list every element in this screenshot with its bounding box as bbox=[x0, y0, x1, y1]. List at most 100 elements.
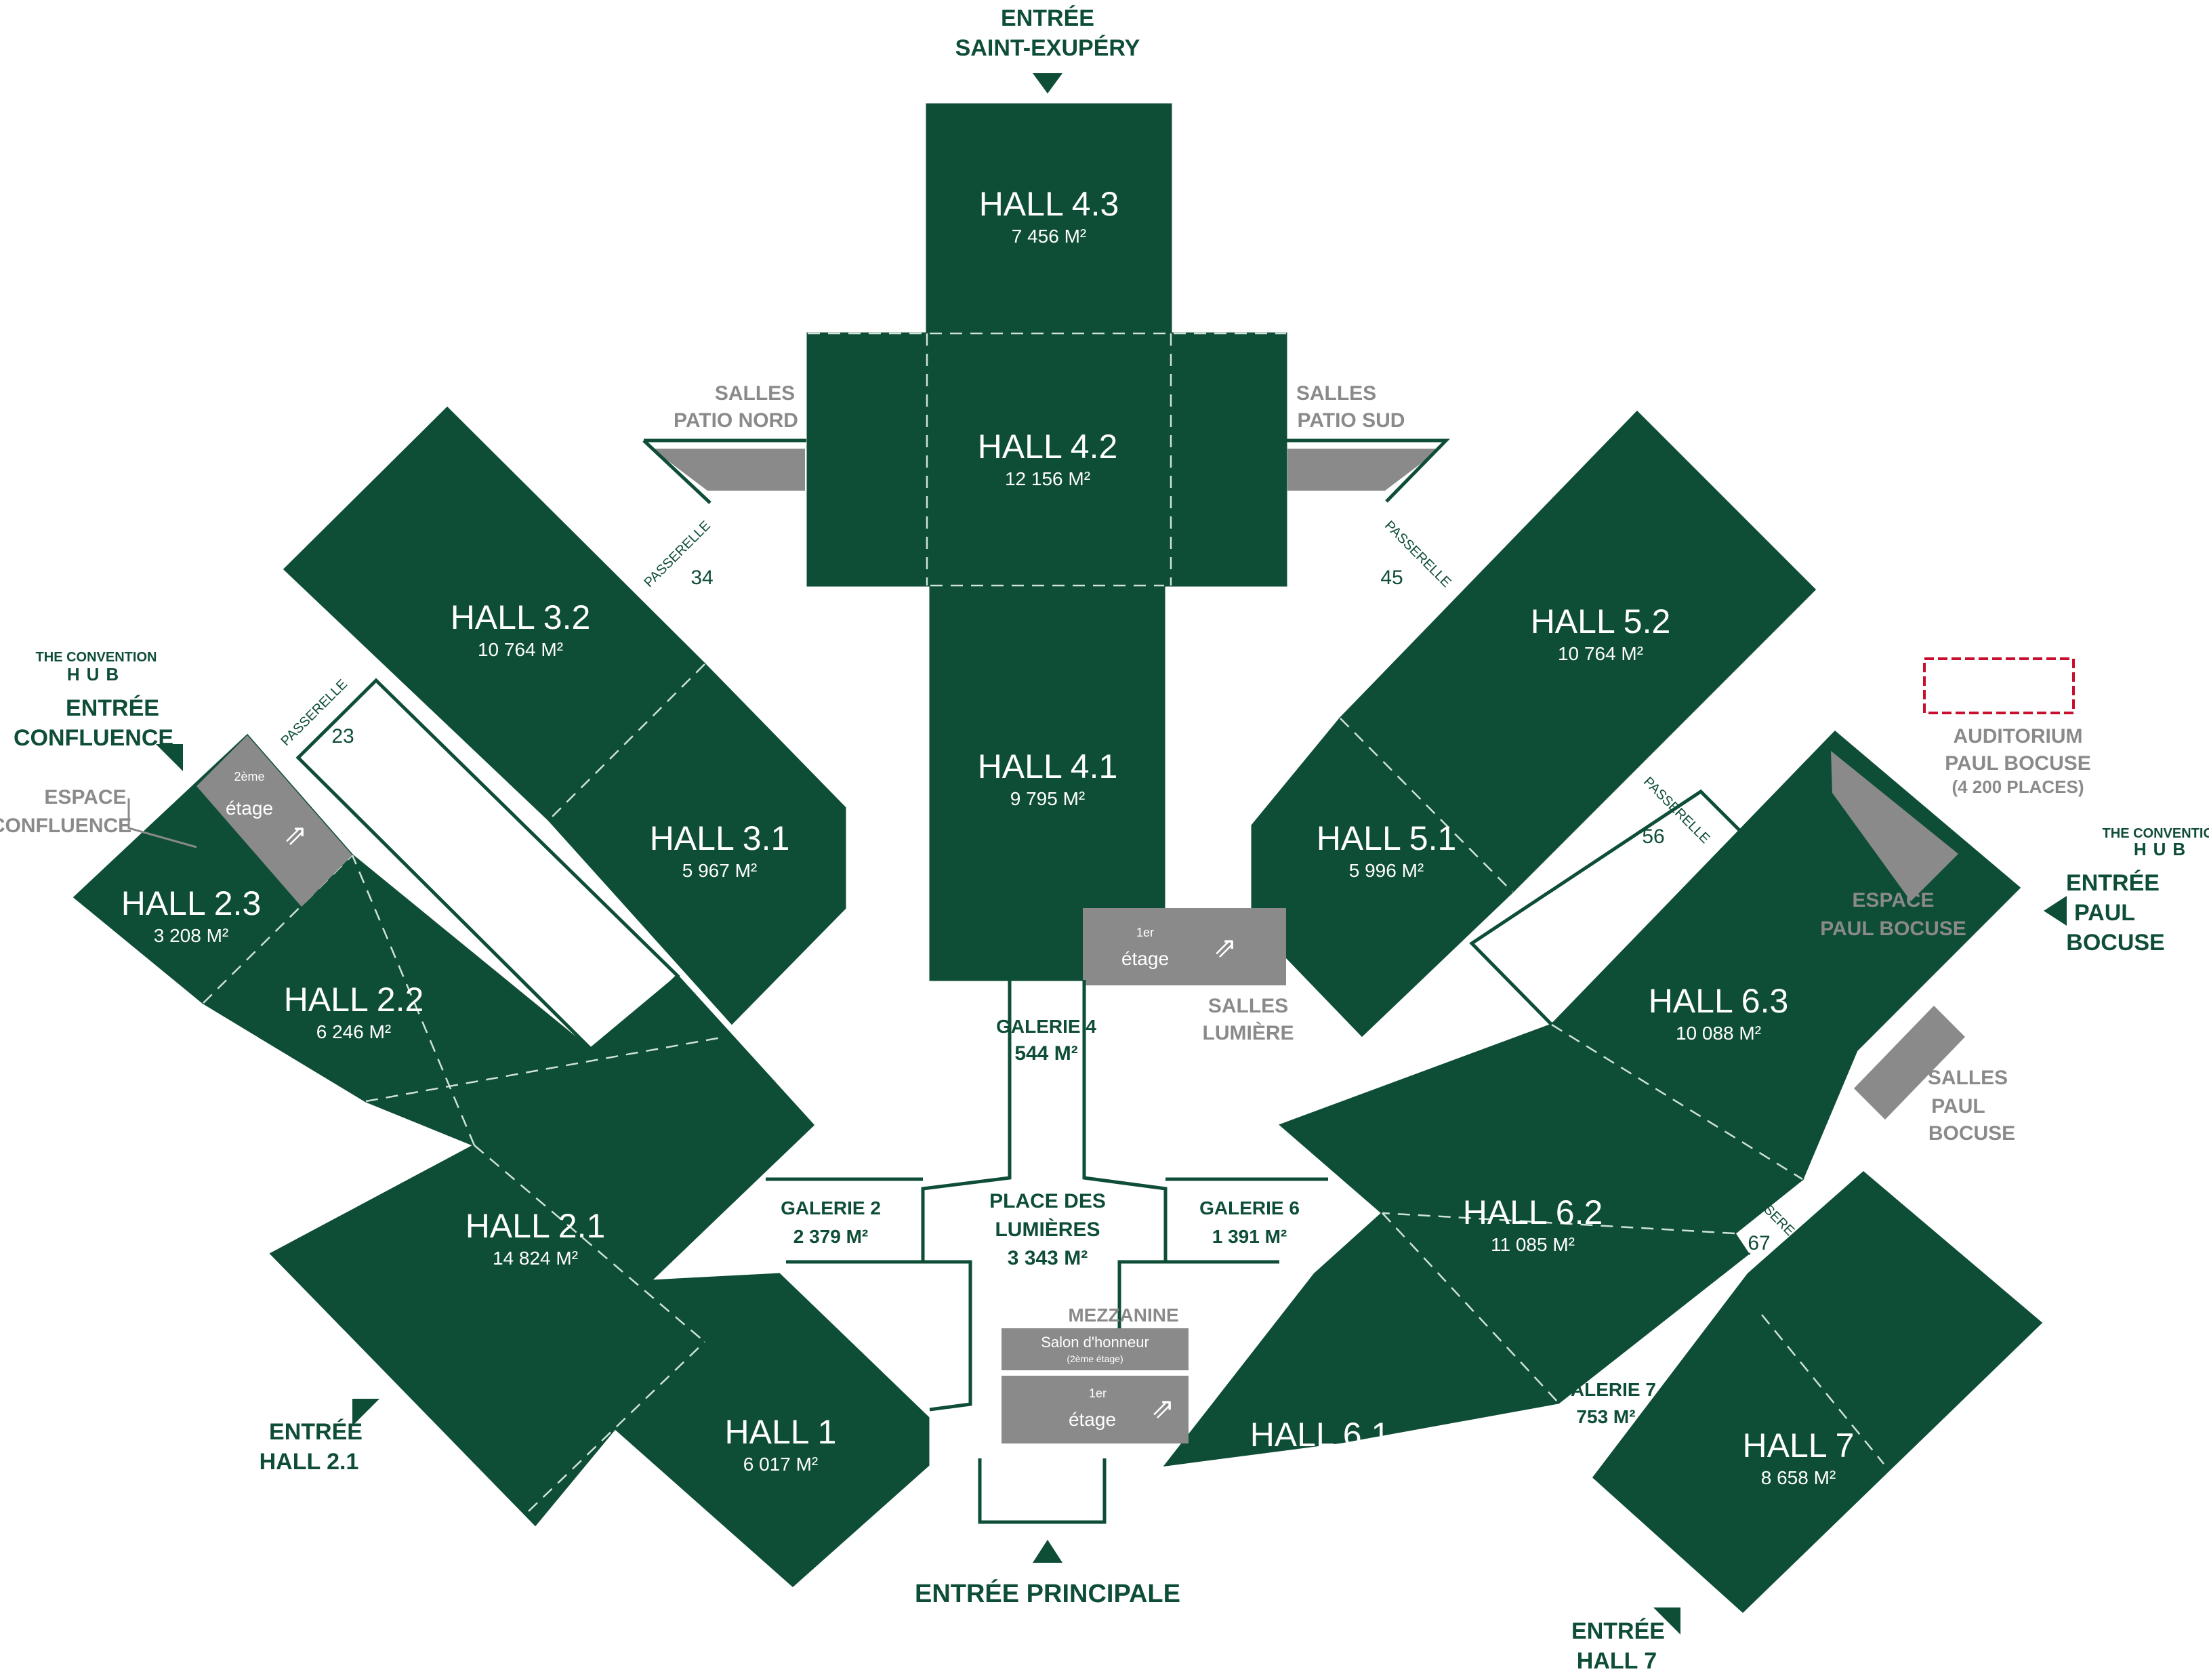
passerelle-56-number: 56 bbox=[1642, 825, 1664, 848]
salles-lumiere-line1: SALLES bbox=[1208, 995, 1288, 1017]
passerelle-23-number: 23 bbox=[331, 725, 354, 747]
hall-4-1-title: HALL 4.1 bbox=[978, 747, 1118, 785]
second-floor-escalator-area[interactable] bbox=[197, 735, 352, 907]
hall-4-3-title: HALL 4.3 bbox=[979, 185, 1119, 223]
galerie-7-area: 753 M² bbox=[1576, 1406, 1635, 1427]
arrow-up-icon bbox=[1033, 1540, 1062, 1563]
hub-logo-line2: HUB bbox=[2134, 839, 2192, 859]
hall-5-1-title: HALL 5.1 bbox=[1317, 819, 1457, 857]
galleries-lines bbox=[766, 980, 1328, 1524]
hall-1-title: HALL 1 bbox=[725, 1413, 837, 1451]
hub-logo-line2: HUB bbox=[67, 664, 125, 684]
first-floor-word-mezzanine: étage bbox=[1069, 1409, 1116, 1430]
salon-honneur-floor: (2ème étage) bbox=[1067, 1353, 1123, 1364]
salles-lumiere-line2: LUMIÈRE bbox=[1203, 1021, 1294, 1044]
passerelle-45-number: 45 bbox=[1380, 567, 1403, 589]
hall-6-1-shape[interactable] bbox=[1163, 1212, 1751, 1467]
hall-4-2-area: 12 156 M² bbox=[1005, 468, 1090, 489]
hall-6-1-area: 6 149 M² bbox=[1283, 1456, 1358, 1477]
second-floor-word: étage bbox=[226, 798, 273, 819]
first-floor-superscript-lumiere: 1er bbox=[1136, 926, 1154, 939]
auditorium-seats-icon bbox=[1923, 657, 2075, 714]
hall-3-2-title: HALL 3.2 bbox=[451, 598, 591, 636]
patio-sud-line2: PATIO SUD bbox=[1298, 409, 1405, 432]
second-floor-superscript: 2ème bbox=[234, 770, 264, 783]
hub-logo-confluence: THE CONVENTION HUB bbox=[36, 650, 157, 684]
entrance-confluence[interactable]: ENTRÉE CONFLUENCE bbox=[14, 695, 183, 771]
hall-1-area: 6 017 M² bbox=[743, 1454, 819, 1475]
hub-logo-line1: THE CONVENTION bbox=[36, 650, 157, 665]
mezzanine-label: MEZZANINE bbox=[1068, 1305, 1178, 1326]
hall-6-3-title: HALL 6.3 bbox=[1649, 982, 1789, 1020]
espace-paul-bocuse-line2: PAUL BOCUSE bbox=[1820, 918, 1966, 940]
hall-2-2-shape[interactable] bbox=[201, 853, 598, 1147]
place-lumieres-line1: PLACE DES bbox=[989, 1190, 1106, 1212]
hall-6-3-area: 10 088 M² bbox=[1676, 1023, 1761, 1044]
first-floor-escalator-area-mezzanine[interactable] bbox=[1002, 1376, 1189, 1443]
passerelle-34[interactable]: PASSERELLE 34 bbox=[642, 518, 714, 590]
entrance-principale-label: ENTRÉE PRINCIPALE bbox=[915, 1578, 1180, 1608]
hall-2-1-area: 14 824 M² bbox=[493, 1248, 578, 1269]
first-floor-superscript-mezzanine: 1er bbox=[1089, 1387, 1107, 1400]
auditorium-paul-bocuse-shape[interactable] bbox=[1831, 751, 1958, 901]
hall-3-block bbox=[283, 406, 846, 1025]
hall-1-shape[interactable] bbox=[602, 1273, 930, 1588]
galerie-2-name: GALERIE 2 bbox=[781, 1197, 881, 1218]
passerelle-45[interactable]: PASSERELLE 45 bbox=[1380, 518, 1453, 590]
entrance-hall-2-1[interactable]: ENTRÉE HALL 2.1 bbox=[260, 1399, 379, 1475]
arrow-diagonal-icon bbox=[1653, 1607, 1680, 1635]
galerie-4-name: GALERIE 4 bbox=[996, 1016, 1096, 1037]
salles-paul-bocuse-line2: PAUL bbox=[1931, 1095, 1985, 1118]
hall-5-block bbox=[1251, 410, 1817, 1038]
hall-6-1-title: HALL 6.1 bbox=[1250, 1416, 1390, 1454]
patio-nord-line1: SALLES bbox=[715, 382, 795, 405]
entrance-hall-7[interactable]: ENTRÉE HALL 7 bbox=[1571, 1607, 1680, 1674]
patio-nord-line2: PATIO NORD bbox=[674, 409, 798, 432]
hall-4-2-title: HALL 4.2 bbox=[978, 428, 1118, 466]
espace-confluence-line1: ESPACE bbox=[44, 786, 126, 808]
hall-7-shape[interactable] bbox=[1592, 1171, 2043, 1614]
arrow-diagonal-icon bbox=[156, 744, 183, 771]
salles-paul-bocuse-shape[interactable] bbox=[1854, 1006, 1965, 1120]
entrance-saint-exupery-line2: SAINT-EXUPÉRY bbox=[955, 35, 1140, 61]
hall-6-2-title: HALL 6.2 bbox=[1463, 1193, 1603, 1231]
hall-2-2-title: HALL 2.2 bbox=[284, 981, 424, 1019]
hall-2-3-area: 3 208 M² bbox=[154, 925, 229, 946]
hall-7-area: 8 658 M² bbox=[1761, 1467, 1836, 1488]
galerie-6-name: GALERIE 6 bbox=[1199, 1197, 1300, 1218]
first-floor-word-lumiere: étage bbox=[1121, 948, 1169, 969]
hall-2-block bbox=[73, 733, 930, 1588]
arrow-left-icon bbox=[2044, 896, 2067, 926]
salon-honneur-label: Salon d'honneur bbox=[1041, 1334, 1149, 1351]
entrance-principale[interactable]: ENTRÉE PRINCIPALE bbox=[915, 1540, 1180, 1608]
hall-2-1-title: HALL 2.1 bbox=[466, 1207, 606, 1245]
entrance-hall-7-line2: HALL 7 bbox=[1577, 1648, 1657, 1674]
entrance-hall-2-1-line2: HALL 2.1 bbox=[260, 1449, 359, 1475]
entrance-paul-bocuse[interactable]: ENTRÉE PAUL BOCUSE bbox=[2044, 870, 2165, 956]
entrance-hall-2-1-line1: ENTRÉE bbox=[269, 1419, 363, 1445]
hall-6-2-area: 11 085 M² bbox=[1491, 1234, 1575, 1255]
galerie-2-area: 2 379 M² bbox=[793, 1226, 869, 1247]
entrance-paul-bocuse-line3: BOCUSE bbox=[2066, 930, 2164, 956]
first-floor-escalator-area-lumiere[interactable] bbox=[1083, 908, 1286, 985]
entrance-paul-bocuse-line2: PAUL bbox=[2074, 900, 2135, 926]
hall-5-1-area: 5 996 M² bbox=[1349, 860, 1424, 881]
hall-2-3-title: HALL 2.3 bbox=[121, 884, 262, 922]
salles-patio-sud-shape[interactable] bbox=[1287, 449, 1441, 491]
hub-logo-paul-bocuse: THE CONVENTION HUB bbox=[2103, 826, 2209, 859]
auditorium-line1: AUDITORIUM bbox=[1953, 725, 2082, 747]
galerie-7-name: GALERIE 7 bbox=[1556, 1379, 1656, 1400]
hall-3-1-title: HALL 3.1 bbox=[650, 819, 790, 857]
salles-paul-bocuse-line1: SALLES bbox=[1928, 1067, 2008, 1089]
galerie-4-area: 544 M² bbox=[1014, 1042, 1077, 1065]
hall-7-title: HALL 7 bbox=[1743, 1427, 1855, 1464]
auditorium-line2: PAUL BOCUSE bbox=[1945, 752, 2091, 775]
salles-paul-bocuse-line3: BOCUSE bbox=[1928, 1122, 2015, 1145]
escalator-icon: ⇗ bbox=[1151, 1392, 1174, 1424]
salles-patio-nord-shape[interactable] bbox=[652, 449, 805, 491]
hall-3-1-area: 5 967 M² bbox=[682, 860, 758, 881]
entrance-saint-exupery[interactable]: ENTRÉE SAINT-EXUPÉRY bbox=[955, 5, 1140, 94]
salon-honneur-box[interactable] bbox=[1002, 1328, 1189, 1370]
entrance-hall-7-line1: ENTRÉE bbox=[1571, 1618, 1665, 1644]
